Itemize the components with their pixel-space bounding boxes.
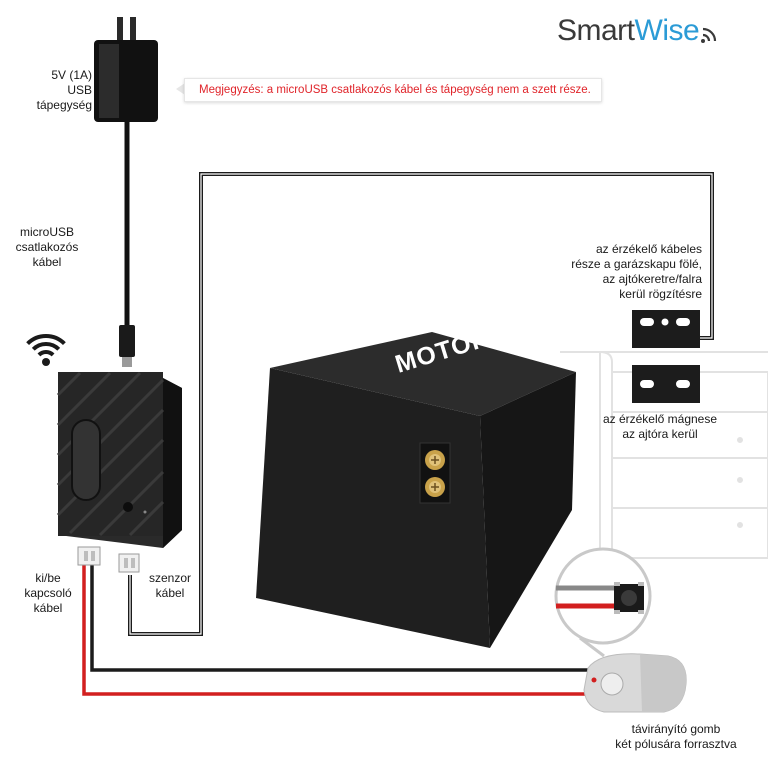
- switch-cable-line1: ki/be: [35, 571, 61, 585]
- wifi-icon: [26, 334, 66, 366]
- signal-icon: [701, 27, 717, 43]
- remote-line2: két pólusára forrasztva: [615, 737, 737, 751]
- usb-cable-line3: kábel: [32, 255, 62, 269]
- sensor-cable-line1: szenzor: [148, 571, 192, 585]
- motor-unit: [256, 332, 576, 648]
- micro-usb-icon: [119, 325, 135, 367]
- solder-zoom: [554, 547, 652, 658]
- sensor-cable-line2: kábel: [155, 586, 185, 600]
- sensor-note-line4: kerül rögzítésre: [619, 287, 702, 301]
- usb-cable-label: microUSB csatlakozós kábel: [2, 225, 92, 270]
- brand-word-wise: Wise: [634, 14, 700, 47]
- switch-connector: [77, 546, 101, 566]
- smartwise-device: [56, 371, 182, 548]
- switch-cable-label: ki/be kapcsoló kábel: [18, 571, 78, 616]
- push-button-icon: [614, 582, 644, 614]
- sensor-note-line1: az érzékelő kábeles: [595, 242, 702, 256]
- usb-cable-line2: csatlakozós: [15, 240, 79, 254]
- note-callout: Megjegyzés: a microUSB csatlakozós kábel…: [184, 78, 602, 102]
- switch-wire-black: [90, 565, 592, 672]
- door-sensor-wired: [632, 310, 700, 348]
- note-pointer: [176, 83, 185, 95]
- remote-control: [583, 653, 687, 713]
- brand-word-smart: Smart: [557, 14, 635, 47]
- plug-icon: [94, 17, 158, 122]
- power-supply-line1: 5V (1A): [51, 68, 92, 82]
- sensor-connector: [118, 553, 140, 573]
- power-supply-label: 5V (1A) USB tápegység: [12, 68, 92, 113]
- power-supply-line2: USB tápegység: [36, 83, 92, 112]
- remote-label: távirányító gomb két pólusára forrasztva: [596, 722, 756, 752]
- magnet-note-line2: az ajtóra kerül: [622, 427, 698, 441]
- sensor-note-line3: az ajtókeretre/falra: [602, 272, 702, 286]
- switch-cable-line3: kábel: [33, 601, 63, 615]
- sensor-cable-note: az érzékelő kábeles része a garázskapu f…: [520, 242, 702, 302]
- brand-logo: SmartWise: [557, 14, 717, 48]
- switch-cable-line2: kapcsoló: [24, 586, 72, 600]
- remote-line1: távirányító gomb: [631, 722, 721, 736]
- sensor-note-line2: része a garázskapu fölé,: [571, 257, 702, 271]
- garage-door: [560, 351, 768, 560]
- sensor-cable-label: szenzor kábel: [140, 571, 200, 601]
- magnet-note: az érzékelő mágnese az ajtóra kerül: [580, 412, 740, 442]
- switch-wire-red: [82, 565, 596, 696]
- usb-cable-line1: microUSB: [19, 225, 74, 239]
- door-sensor-magnet: [632, 365, 700, 403]
- magnet-note-line1: az érzékelő mágnese: [602, 412, 718, 426]
